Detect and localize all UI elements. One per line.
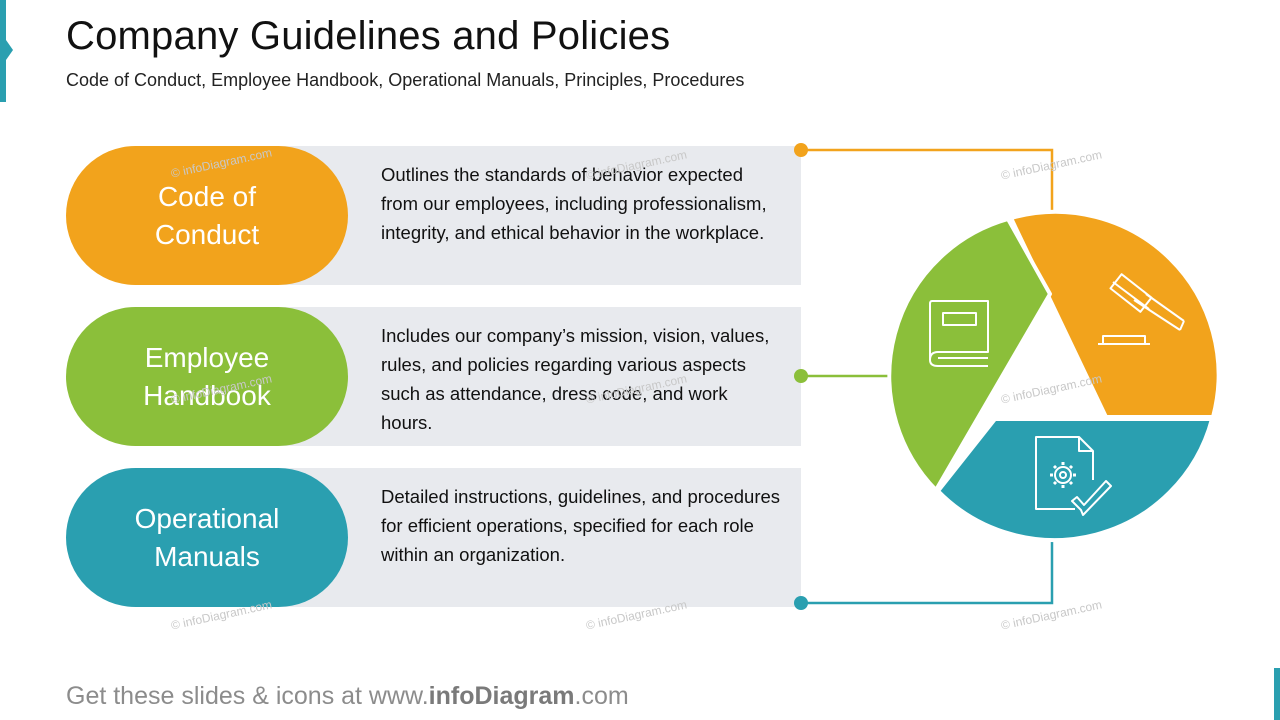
footer-promo: Get these slides & icons at www.infoDiag…	[66, 682, 629, 711]
description-employee-handbook: Includes our company’s mission, vision, …	[381, 325, 770, 433]
row-operational-manuals: Operational Manuals Detailed instruction…	[66, 468, 801, 607]
connector-teal	[794, 536, 1054, 610]
footer-suffix: .com	[574, 682, 629, 710]
pill-code-of-conduct: Code of Conduct	[66, 146, 348, 285]
accent-bar	[0, 0, 6, 102]
segment-teal	[936, 417, 1214, 542]
corner-accent-bar	[1274, 668, 1280, 720]
book-icon	[929, 300, 989, 367]
description-code-of-conduct: Outlines the standards of behavior expec…	[381, 164, 767, 243]
segment-green	[887, 217, 1052, 492]
slide-title: Company Guidelines and Policies	[66, 14, 671, 58]
segment-orange	[1009, 209, 1221, 419]
gavel-icon	[1098, 273, 1185, 345]
pill-employee-handbook: Employee Handbook	[66, 307, 348, 446]
connector-green	[794, 369, 895, 383]
accent-notch	[6, 40, 13, 60]
document-gear-check-icon	[1035, 436, 1112, 516]
row-employee-handbook: Employee Handbook Includes our company’s…	[66, 307, 801, 446]
row-code-of-conduct: Code of Conduct Outlines the standards o…	[66, 146, 801, 285]
slide-subtitle: Code of Conduct, Employee Handbook, Oper…	[66, 70, 745, 90]
pill-operational-manuals: Operational Manuals	[66, 468, 348, 607]
footer-brand: infoDiagram	[428, 682, 575, 710]
connector-orange	[794, 143, 1054, 216]
description-operational-manuals: Detailed instructions, guidelines, and p…	[381, 486, 781, 565]
footer-prefix: Get these slides & icons at www.	[66, 682, 429, 710]
